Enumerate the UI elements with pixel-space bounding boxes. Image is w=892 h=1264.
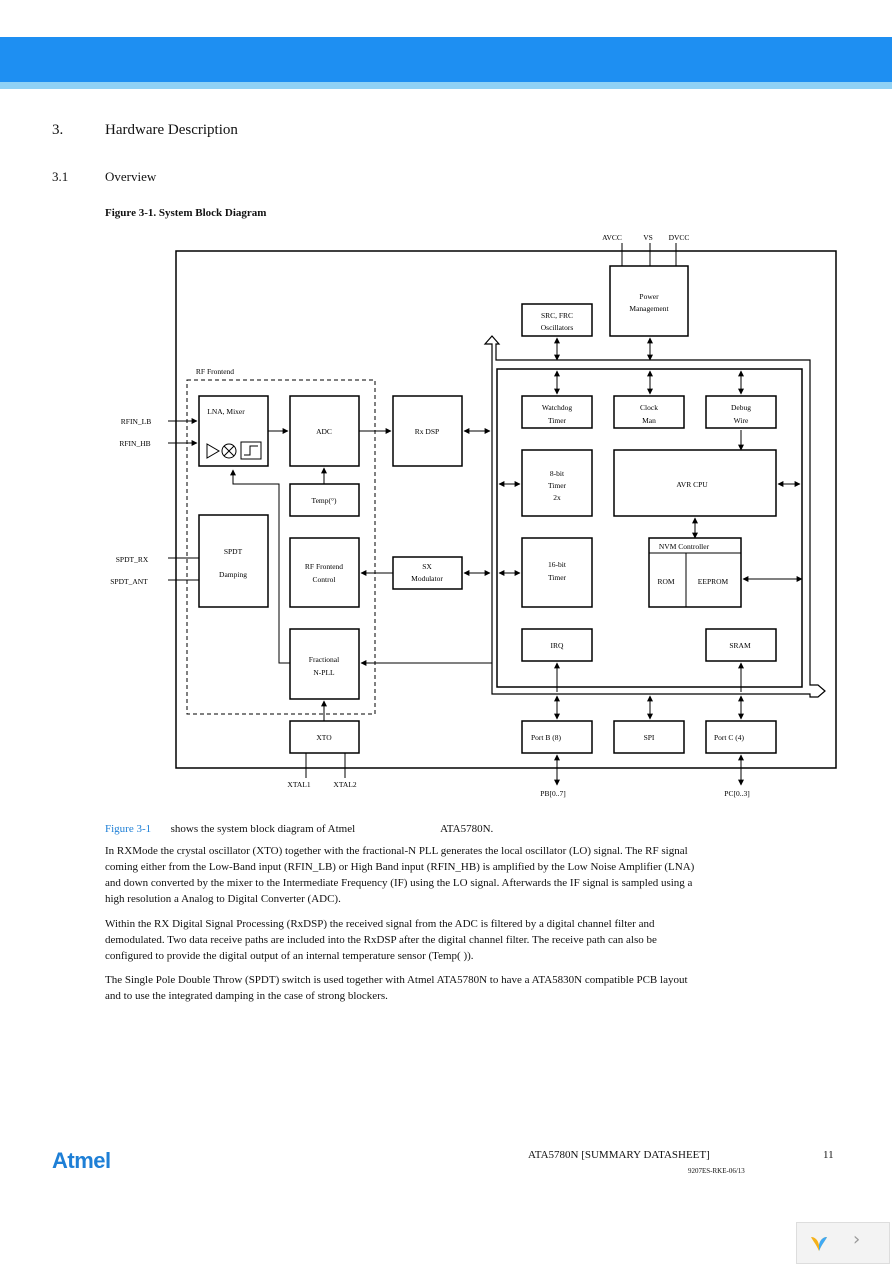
document-number: 9207ES-RKE-06/13 [688, 1167, 745, 1175]
spi-block [613, 720, 685, 754]
label-xtal2: XTAL2 [333, 780, 356, 789]
viewer-nav-widget[interactable]: › [796, 1222, 890, 1264]
avr-block [613, 449, 777, 517]
label-sram: SRAM [729, 641, 751, 650]
rf-frontend-group [186, 379, 376, 715]
paragraph-1: Figure 3-1 shows the system block diagra… [105, 821, 705, 837]
label-spdt-rx: SPDT_RX [116, 555, 149, 564]
pll-block [289, 628, 360, 700]
label-portc: Port C (4) [714, 733, 745, 742]
label-lna: LNA, Mixer [207, 407, 245, 416]
label-xtal1: XTAL1 [287, 780, 310, 789]
label-rf-control-1: RF Frontend [305, 562, 343, 571]
label-pll-1: Fractional [309, 655, 339, 664]
label-sx-2: Modulator [411, 574, 443, 583]
label-watchdog-2: Timer [548, 416, 567, 425]
label-debug-2: Wire [734, 416, 749, 425]
label-eeprom: EEPROM [698, 577, 729, 586]
atmel-logo: Atmel [52, 1148, 111, 1173]
label-avr: AVR CPU [676, 480, 708, 489]
label-xto: XTO [316, 733, 332, 742]
portc-block [705, 720, 777, 754]
paragraph-3: Within the RX Digital Signal Processing … [105, 918, 657, 962]
label-src-2: Oscillators [541, 323, 574, 332]
system-block-diagram: AVCC VS DVCC Power Management SRC, FRC O… [110, 233, 837, 798]
paragraph-2: In RXMode the crystal oscillator (XTO) t… [105, 845, 695, 905]
label-src-1: SRC, FRC [541, 311, 573, 320]
label-dvcc: DVCC [669, 233, 690, 242]
sram-block [705, 628, 777, 662]
label-portb: Port B (8) [531, 733, 562, 742]
src-block [521, 303, 593, 337]
clock-block [613, 395, 685, 429]
mcu-domain [496, 368, 803, 688]
label-clock-1: Clock [640, 403, 658, 412]
spdt-block [198, 514, 269, 608]
label-rxdsp: Rx DSP [415, 427, 439, 436]
label-sx-1: SX [422, 562, 432, 571]
power-block [609, 265, 689, 337]
label-avcc: AVCC [602, 233, 622, 242]
label-power-1: Power [639, 292, 659, 301]
label-temp: Temp(°) [312, 496, 337, 505]
label-timer16-1: 16-bit [548, 560, 567, 569]
label-rfin-lb: RFIN_LB [121, 417, 151, 426]
label-pb: PB[0..7] [540, 789, 565, 798]
figure-caption: Figure 3-1. System Block Diagram [105, 207, 267, 219]
label-nvm: NVM Controller [659, 542, 710, 551]
label-spdt-1: SPDT [224, 547, 243, 556]
timer8-block [521, 449, 593, 517]
label-rf-control-2: Control [313, 575, 336, 584]
label-pll-2: N-PLL [313, 668, 335, 677]
label-rfin-hb: RFIN_HB [119, 439, 150, 448]
header-bar [0, 37, 892, 82]
label-rf-frontend: RF Frontend [196, 367, 234, 376]
chevron-right-icon[interactable]: › [853, 1229, 861, 1250]
label-pc: PC[0..3] [724, 789, 749, 798]
paragraph-1-text: shows the system block diagram of Atmel [170, 823, 356, 835]
page-number: 11 [823, 1149, 834, 1161]
bird-icon [811, 1237, 827, 1251]
section-number: 3. [52, 122, 64, 138]
rxdsp-block [392, 395, 463, 467]
rf-control-block [289, 537, 360, 608]
footer-title: ATA5780N [SUMMARY DATASHEET] [528, 1149, 710, 1161]
figure-link[interactable]: Figure 3-1 [105, 823, 152, 835]
label-timer8-2: Timer [548, 481, 567, 490]
header-accent-line [0, 82, 892, 89]
label-vs: VS [643, 233, 653, 242]
label-watchdog-1: Watchdog [542, 403, 572, 412]
internal-bus [483, 335, 826, 698]
label-timer8-3: 2x [553, 493, 561, 502]
label-power-2: Management [629, 304, 669, 313]
irq-block [521, 628, 593, 662]
subsection-title: Overview [105, 169, 157, 184]
portb-block [521, 720, 593, 754]
label-spdt-2: Damping [219, 570, 247, 579]
debug-block [705, 395, 777, 429]
chip-outline [175, 250, 837, 769]
label-rom: ROM [657, 577, 674, 586]
label-irq: IRQ [551, 641, 565, 650]
timer16-block [521, 537, 593, 608]
label-timer8-1: 8-bit [550, 469, 565, 478]
label-clock-2: Man [642, 416, 656, 425]
section-title: Hardware Description [105, 122, 238, 138]
label-spi: SPI [644, 733, 655, 742]
label-timer16-2: Timer [548, 573, 567, 582]
watchdog-block [521, 395, 593, 429]
paragraph-4: The Single Pole Double Throw (SPDT) swit… [105, 974, 688, 1002]
label-adc: ADC [316, 427, 332, 436]
paragraph-1-end: ATA5780N. [440, 823, 494, 835]
subsection-number: 3.1 [52, 169, 69, 184]
label-debug-1: Debug [731, 403, 751, 412]
label-spdt-ant: SPDT_ANT [110, 577, 148, 586]
